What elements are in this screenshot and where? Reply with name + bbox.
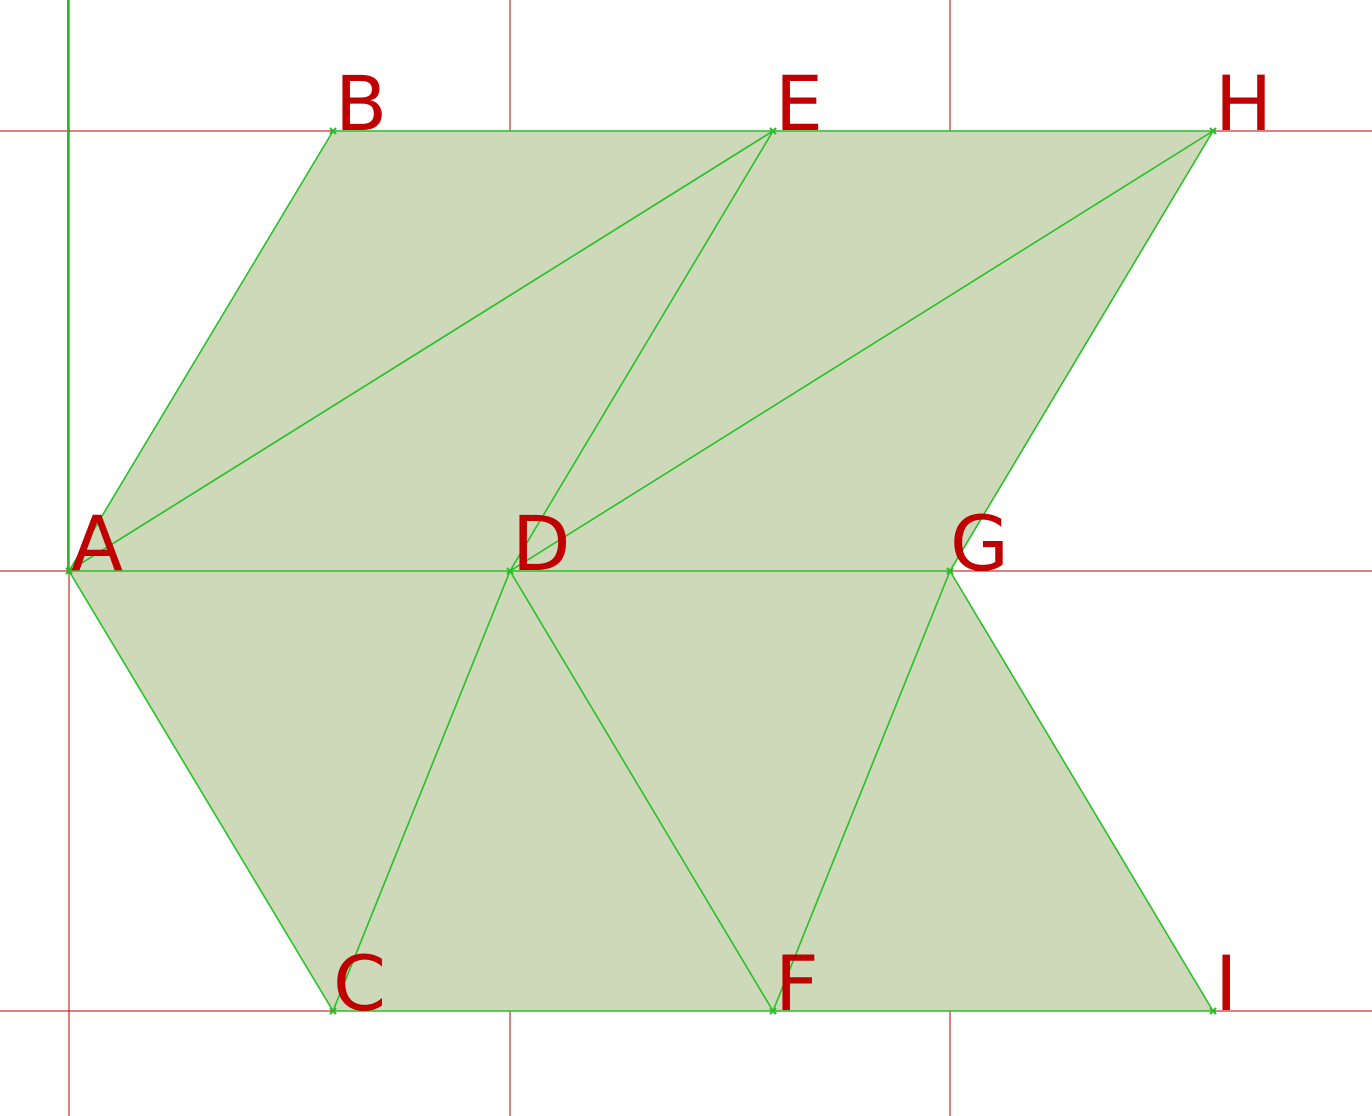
edge-ed xyxy=(509,130,774,572)
vertex-marker-c xyxy=(329,1007,337,1015)
edge-cd xyxy=(332,570,511,1012)
vertex-marker-a xyxy=(65,567,73,575)
vertex-labels: A B C D E F G H I xyxy=(71,59,1272,1028)
edge-ae xyxy=(68,130,774,572)
vertex-marker-d xyxy=(506,567,514,575)
edge-gi xyxy=(949,570,1214,1012)
vertex-label-i: I xyxy=(1215,939,1237,1028)
vertex-label-e: E xyxy=(775,59,823,148)
vertex-marker-h xyxy=(1209,127,1217,135)
vertex-marker-i xyxy=(1209,1007,1217,1015)
vertex-label-a: A xyxy=(71,499,123,588)
vertex-marker-g xyxy=(946,567,954,575)
vertex-label-f: F xyxy=(775,939,819,1028)
vertex-marker-f xyxy=(769,1007,777,1015)
vertex-label-c: C xyxy=(333,939,386,1028)
edge-ab xyxy=(68,130,334,572)
edge-dh xyxy=(509,130,1214,572)
edge-df xyxy=(509,570,774,1012)
edge-hg xyxy=(949,130,1214,572)
edges xyxy=(68,130,1214,1012)
vertex-label-h: H xyxy=(1215,59,1272,148)
vertex-marker-e xyxy=(769,127,777,135)
vertex-label-d: D xyxy=(512,499,571,588)
vertex-label-b: B xyxy=(335,59,387,148)
vertex-markers xyxy=(65,127,1217,1015)
edge-ac xyxy=(68,570,334,1012)
vertex-marker-b xyxy=(329,127,337,135)
vertex-label-g: G xyxy=(950,499,1009,588)
edge-fg xyxy=(772,570,951,1012)
